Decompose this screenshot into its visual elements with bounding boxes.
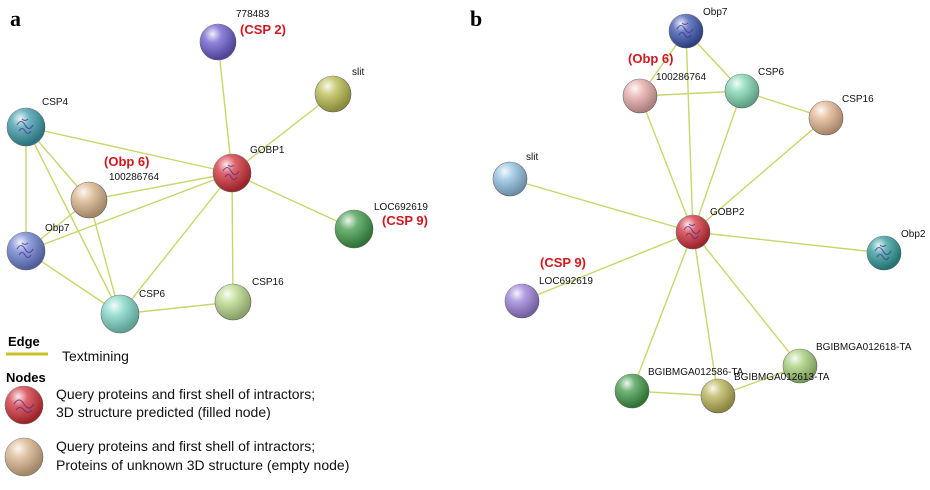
- legend-empty-line1: Query proteins and first shell of intrac…: [56, 438, 315, 454]
- node-b-csp16[interactable]: CSP16: [809, 94, 874, 135]
- node-a-loc692619-label: LOC692619: [374, 202, 428, 213]
- node-b-100286764-annotation: (Obp 6): [628, 51, 674, 66]
- edge-b-gobp2-obp7: [686, 31, 693, 232]
- node-b-loc692619[interactable]: LOC692619 (CSP 9): [505, 255, 593, 318]
- node-a-gobp1-label: GOBP1: [250, 145, 285, 156]
- edge-a-gobp1-loc692619: [232, 173, 354, 229]
- edge-b-gobp2-bgibmga012618-ta: [693, 232, 800, 366]
- node-b-loc692619-label: LOC692619: [539, 276, 593, 287]
- node-a-csp16-label: CSP16: [252, 277, 284, 288]
- node-a-csp16[interactable]: CSP16: [215, 277, 284, 320]
- node-b-100286764[interactable]: 100286764 (Obp 6): [623, 51, 706, 113]
- node-b-100286764-label: 100286764: [656, 72, 706, 83]
- node-a-gobp1[interactable]: GOBP1: [213, 145, 285, 192]
- node-a-obp7[interactable]: Obp7: [7, 223, 70, 270]
- edge-a-gobp1-csp16: [232, 173, 233, 302]
- node-b-bgibmga012618-ta-label: BGIBMGA012618-TA: [816, 342, 912, 353]
- node-a-100286764-annotation: (Obp 6): [104, 154, 150, 169]
- node-a-100286764[interactable]: 100286764 (Obp 6): [71, 154, 159, 218]
- node-b-loc692619-annotation: (CSP 9): [540, 255, 586, 270]
- node-a-778483[interactable]: 778483 (CSP 2): [200, 9, 286, 60]
- node-a-csp6-label: CSP6: [139, 289, 166, 300]
- node-b-slit[interactable]: slit: [493, 152, 538, 196]
- node-b-obp7-label: Obp7: [703, 7, 728, 18]
- node-b-obp2[interactable]: Obp2: [867, 229, 926, 270]
- node-a-slit-label: slit: [352, 67, 364, 78]
- node-a-loc692619-annotation: (CSP 9): [382, 213, 428, 228]
- legend-edge-label: Textmining: [62, 348, 129, 364]
- edge-b-gobp2-obp2: [693, 232, 884, 253]
- node-a-slit[interactable]: slit: [315, 67, 364, 112]
- legend: Edge Textmining Nodes Query proteins and…: [5, 334, 349, 476]
- node-a-778483-label: 778483: [236, 9, 270, 20]
- node-a-778483-annotation: (CSP 2): [240, 22, 286, 37]
- legend-filled-line2: 3D structure predicted (filled node): [56, 404, 271, 420]
- node-b-bgibmga012613-ta-label: BGIBMGA012613-TA: [734, 372, 830, 383]
- node-a-obp7-label: Obp7: [45, 223, 70, 234]
- panel-a-letter: a: [10, 6, 21, 31]
- node-b-bgibmga012613-ta[interactable]: BGIBMGA012613-TA: [701, 372, 830, 413]
- node-a-loc692619[interactable]: LOC692619(CSP 9): [335, 202, 428, 248]
- node-a-csp4[interactable]: CSP4: [7, 97, 69, 146]
- legend-filled-line1: Query proteins and first shell of intrac…: [56, 386, 315, 402]
- edge-b-gobp2-100286764: [640, 96, 693, 232]
- legend-edge-title: Edge: [8, 334, 40, 349]
- node-b-slit-label: slit: [526, 152, 538, 163]
- legend-empty-node-swatch: [5, 438, 43, 476]
- node-b-gobp2-label: GOBP2: [710, 207, 745, 218]
- node-a-csp4-label: CSP4: [42, 97, 69, 108]
- node-b-csp6-label: CSP6: [758, 67, 785, 78]
- legend-empty-line2: Proteins of unknown 3D structure (empty …: [56, 457, 349, 473]
- edge-a-gobp1-778483: [218, 42, 232, 173]
- panel-b-letter: b: [470, 6, 482, 31]
- node-b-obp2-label: Obp2: [901, 229, 926, 240]
- legend-filled-node-swatch: [5, 386, 43, 424]
- node-b-obp7[interactable]: Obp7: [669, 7, 728, 48]
- node-b-csp16-label: CSP16: [842, 94, 874, 105]
- legend-nodes-title: Nodes: [6, 370, 46, 385]
- node-b-bgibmga012586-ta-label: BGIBMGA012586-TA: [648, 367, 744, 378]
- node-a-100286764-label: 100286764: [109, 172, 159, 183]
- edge-b-gobp2-slit: [510, 179, 693, 232]
